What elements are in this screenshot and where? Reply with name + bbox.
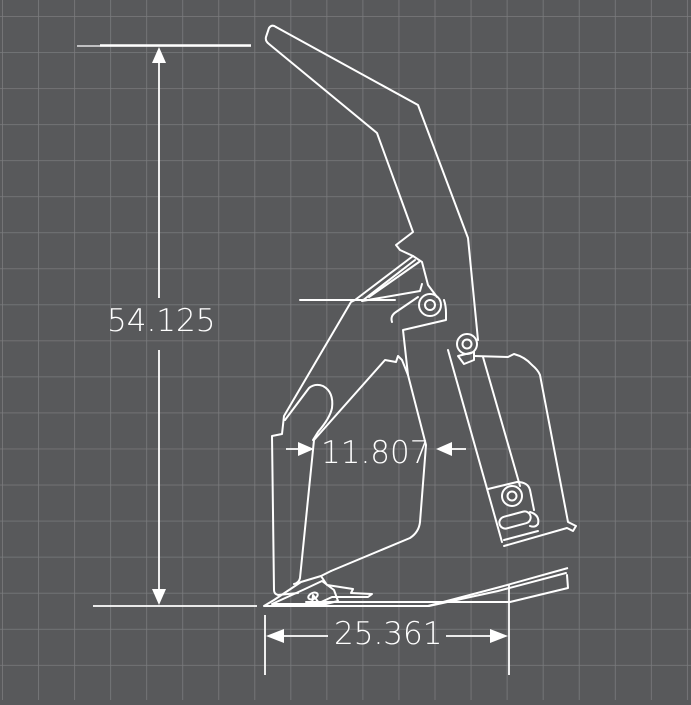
arrow-down-icon xyxy=(152,589,166,605)
mount-slot xyxy=(498,510,532,530)
lower-pin-inner xyxy=(506,490,518,502)
arrow-up-icon xyxy=(152,47,166,63)
dimension-throat xyxy=(286,442,466,456)
mount-cylinder-bracket xyxy=(457,351,475,365)
bucket-side-front xyxy=(293,439,315,585)
grapple-brace-inner xyxy=(361,259,423,302)
dimension-height xyxy=(77,44,257,607)
mount-slot-base xyxy=(503,511,540,541)
hinge-link xyxy=(390,296,447,376)
mount-plate-inner xyxy=(482,356,521,487)
mount-plate-front xyxy=(447,349,503,543)
arrow-left-icon xyxy=(436,442,452,456)
dimension-label-depth: 25.361 xyxy=(334,616,443,652)
cutting-edge-line xyxy=(264,567,569,607)
mount-lower-box xyxy=(487,481,535,511)
bucket-side-window xyxy=(284,383,334,441)
grapple-brace xyxy=(271,255,414,596)
arrow-right-icon xyxy=(490,629,508,643)
grapple-arm xyxy=(264,24,438,298)
hinge-pin-outer xyxy=(418,293,442,317)
tooth-bolt-hole xyxy=(307,591,319,601)
bucket-floor xyxy=(305,570,569,606)
dimension-label-throat: 11.807 xyxy=(321,435,430,471)
lower-pin-outer xyxy=(501,485,523,507)
dimension-label-height: 54.125 xyxy=(107,303,216,339)
cylinder-pin-inner xyxy=(461,338,473,350)
mount-plate-back xyxy=(473,353,577,547)
grapple-arm-outer-edge xyxy=(275,26,479,341)
bucket-body-outline xyxy=(313,355,427,572)
bolt-on-edge-tooth xyxy=(271,580,339,605)
grapple-brace-edge xyxy=(368,261,420,298)
hinge-pin-inner xyxy=(424,299,436,311)
arrow-right-icon xyxy=(298,442,314,456)
dimension-depth xyxy=(264,585,510,675)
arrow-left-icon xyxy=(266,629,284,643)
